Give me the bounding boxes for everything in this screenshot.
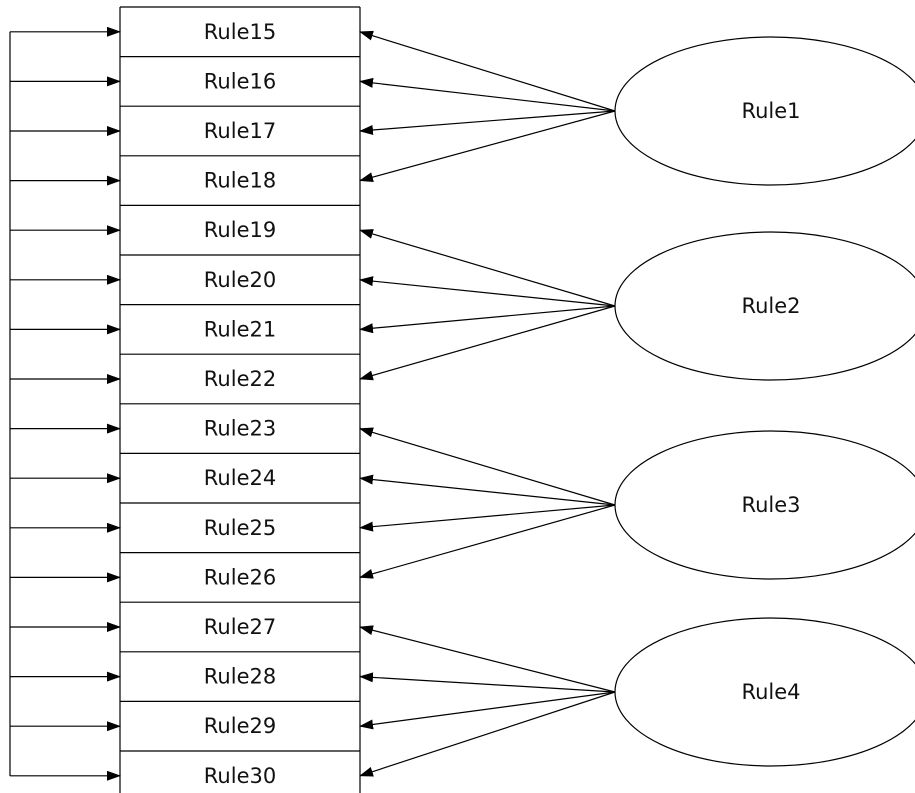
- group-label-rule4: Rule4: [741, 680, 800, 704]
- rule-row-rule27: Rule27: [204, 615, 276, 639]
- connector-rule2-to-rule22: [359, 305, 616, 381]
- connector-rule4-to-rule29: [359, 691, 616, 730]
- group-ellipse-rule1: [614, 36, 915, 186]
- connector-rule1-to-rule17: [359, 110, 616, 135]
- rule-row-rule17: Rule17: [204, 119, 276, 143]
- rule-row-rule25: Rule25: [204, 516, 276, 540]
- connector-rule4-to-rule27: [359, 625, 616, 693]
- connector-rule4-to-rule30: [359, 691, 616, 777]
- connector-rule2-to-rule20: [359, 276, 616, 307]
- group-label-rule2: Rule2: [741, 294, 800, 318]
- rule-row-rule29: Rule29: [204, 714, 276, 738]
- rule-row-rule21: Rule21: [204, 317, 276, 341]
- connector-rule2-to-rule21: [359, 305, 616, 334]
- connector-rule3-to-rule23: [359, 427, 616, 506]
- rule-row-rule18: Rule18: [204, 169, 276, 193]
- rule-row-rule30: Rule30: [204, 764, 276, 788]
- rule-row-rule26: Rule26: [204, 565, 276, 589]
- connector-rule3-to-rule25: [359, 504, 616, 532]
- rule-row-rule20: Rule20: [204, 268, 276, 292]
- rule-row-rule19: Rule19: [204, 218, 276, 242]
- group-label-rule1: Rule1: [741, 99, 800, 123]
- connector-rule1-to-rule16: [359, 77, 616, 112]
- connector-rule3-to-rule24: [359, 474, 616, 506]
- rule-table: Rule15Rule16Rule17Rule18Rule19Rule20Rule…: [119, 6, 361, 793]
- rule-row-rule22: Rule22: [204, 367, 276, 391]
- feedback-arrows: [9, 26, 121, 781]
- connector-rule4-to-rule28: [359, 672, 616, 693]
- rule-row-rule24: Rule24: [204, 466, 276, 490]
- connector-arrows: [359, 30, 616, 777]
- connector-rule1-to-rule15: [359, 30, 616, 112]
- group-ellipse-rule2: [614, 231, 915, 381]
- connector-rule1-to-rule18: [359, 110, 616, 183]
- group-ellipse-rule4: [614, 617, 915, 767]
- group-ellipse-rule3: [614, 430, 915, 580]
- connector-rule3-to-rule26: [359, 504, 616, 579]
- connector-rule2-to-rule19: [359, 229, 616, 307]
- rule-row-rule16: Rule16: [204, 69, 276, 93]
- rule-row-rule15: Rule15: [204, 20, 276, 44]
- rule-row-rule23: Rule23: [204, 417, 276, 441]
- group-label-rule3: Rule3: [741, 493, 800, 517]
- rule-row-rule28: Rule28: [204, 665, 276, 689]
